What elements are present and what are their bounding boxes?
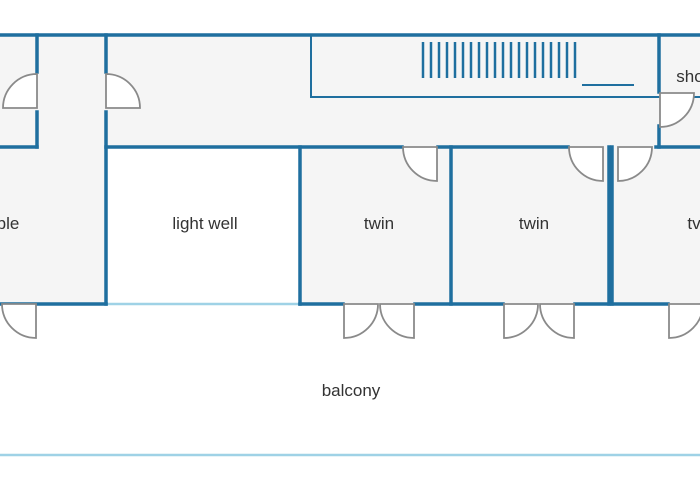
room-label-shower: sho: [676, 67, 700, 86]
room-double-floor: [0, 147, 106, 303]
door-twin-1-balcony-right: [379, 303, 415, 339]
room-label-light-well: light well: [172, 214, 238, 233]
doors: [1, 73, 700, 339]
glass-walls: [0, 302, 700, 457]
light-well-floor: [106, 147, 300, 303]
room-label-twin-1: twin: [363, 214, 395, 233]
door-twin-1-balcony-left: [343, 303, 379, 339]
door-twin-3: [617, 146, 653, 182]
door-twin-2-balcony-right: [539, 303, 575, 339]
room-label-double: ble: [0, 214, 20, 233]
door-twin-2: [568, 146, 604, 182]
door-shower: [659, 92, 695, 128]
door-twin-1: [402, 146, 438, 182]
door-corridor-right: [105, 73, 141, 109]
staircase: [310, 35, 700, 98]
room-label-twin-2: twin: [518, 214, 550, 233]
door-twin-2-balcony-left: [503, 303, 539, 339]
door-double-balcony: [1, 303, 37, 339]
walls: [0, 33, 700, 306]
room-label-balcony: balcony: [321, 381, 381, 400]
stair-outline: [310, 35, 700, 98]
door-corridor-left: [2, 73, 38, 109]
stair-treads: [421, 42, 577, 78]
door-twin-3-balcony: [668, 303, 700, 339]
room-label-twin-3: tv: [687, 214, 700, 233]
